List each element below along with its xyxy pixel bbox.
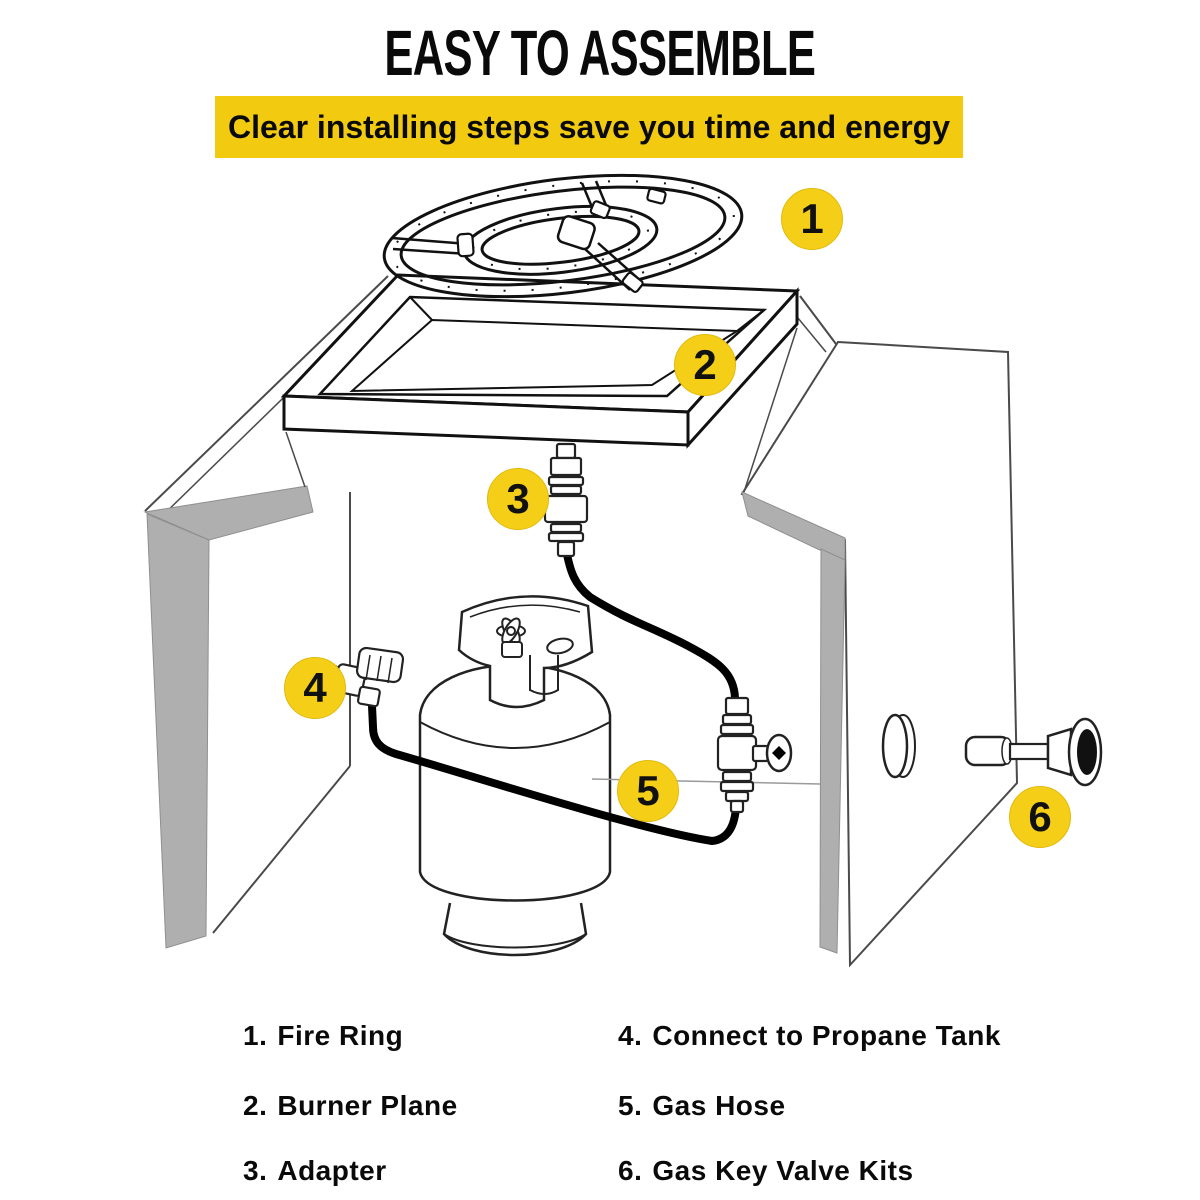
callout-6-number: 6 [1028, 793, 1052, 840]
page-title: EASY TO ASSEMBLE [0, 16, 1200, 90]
subtitle-banner: Clear installing steps save you time and… [215, 96, 963, 158]
page-title-text: EASY TO ASSEMBLE [384, 17, 817, 89]
adapter-drawing [543, 442, 589, 558]
gas-hose-drawing [368, 545, 741, 846]
callout-2-burner-plane: 2 [674, 334, 736, 396]
cabinet-drawing [143, 275, 1019, 968]
callout-4-number: 4 [303, 664, 327, 711]
callout-3-adapter: 3 [487, 468, 549, 530]
callout-1-number: 1 [800, 195, 824, 242]
burner-pan-drawing [280, 273, 801, 449]
callout-4-tank-connect: 4 [284, 657, 346, 719]
callout-5-gas-hose: 5 [617, 760, 679, 822]
subtitle-banner-text: Clear installing steps save you time and… [227, 108, 951, 145]
callout-3-number: 3 [506, 475, 530, 522]
propane-tank-drawing [418, 595, 612, 957]
gas-valve-drawing [716, 696, 793, 814]
key-valve-drawing [964, 717, 1103, 787]
callout-2-number: 2 [693, 341, 717, 388]
callout-6-key-valve: 6 [1009, 786, 1071, 848]
callout-1-fire-ring: 1 [781, 188, 843, 250]
fire-ring-drawing [382, 173, 744, 299]
tank-connector-drawing [319, 646, 405, 708]
callout-5-number: 5 [636, 767, 660, 814]
